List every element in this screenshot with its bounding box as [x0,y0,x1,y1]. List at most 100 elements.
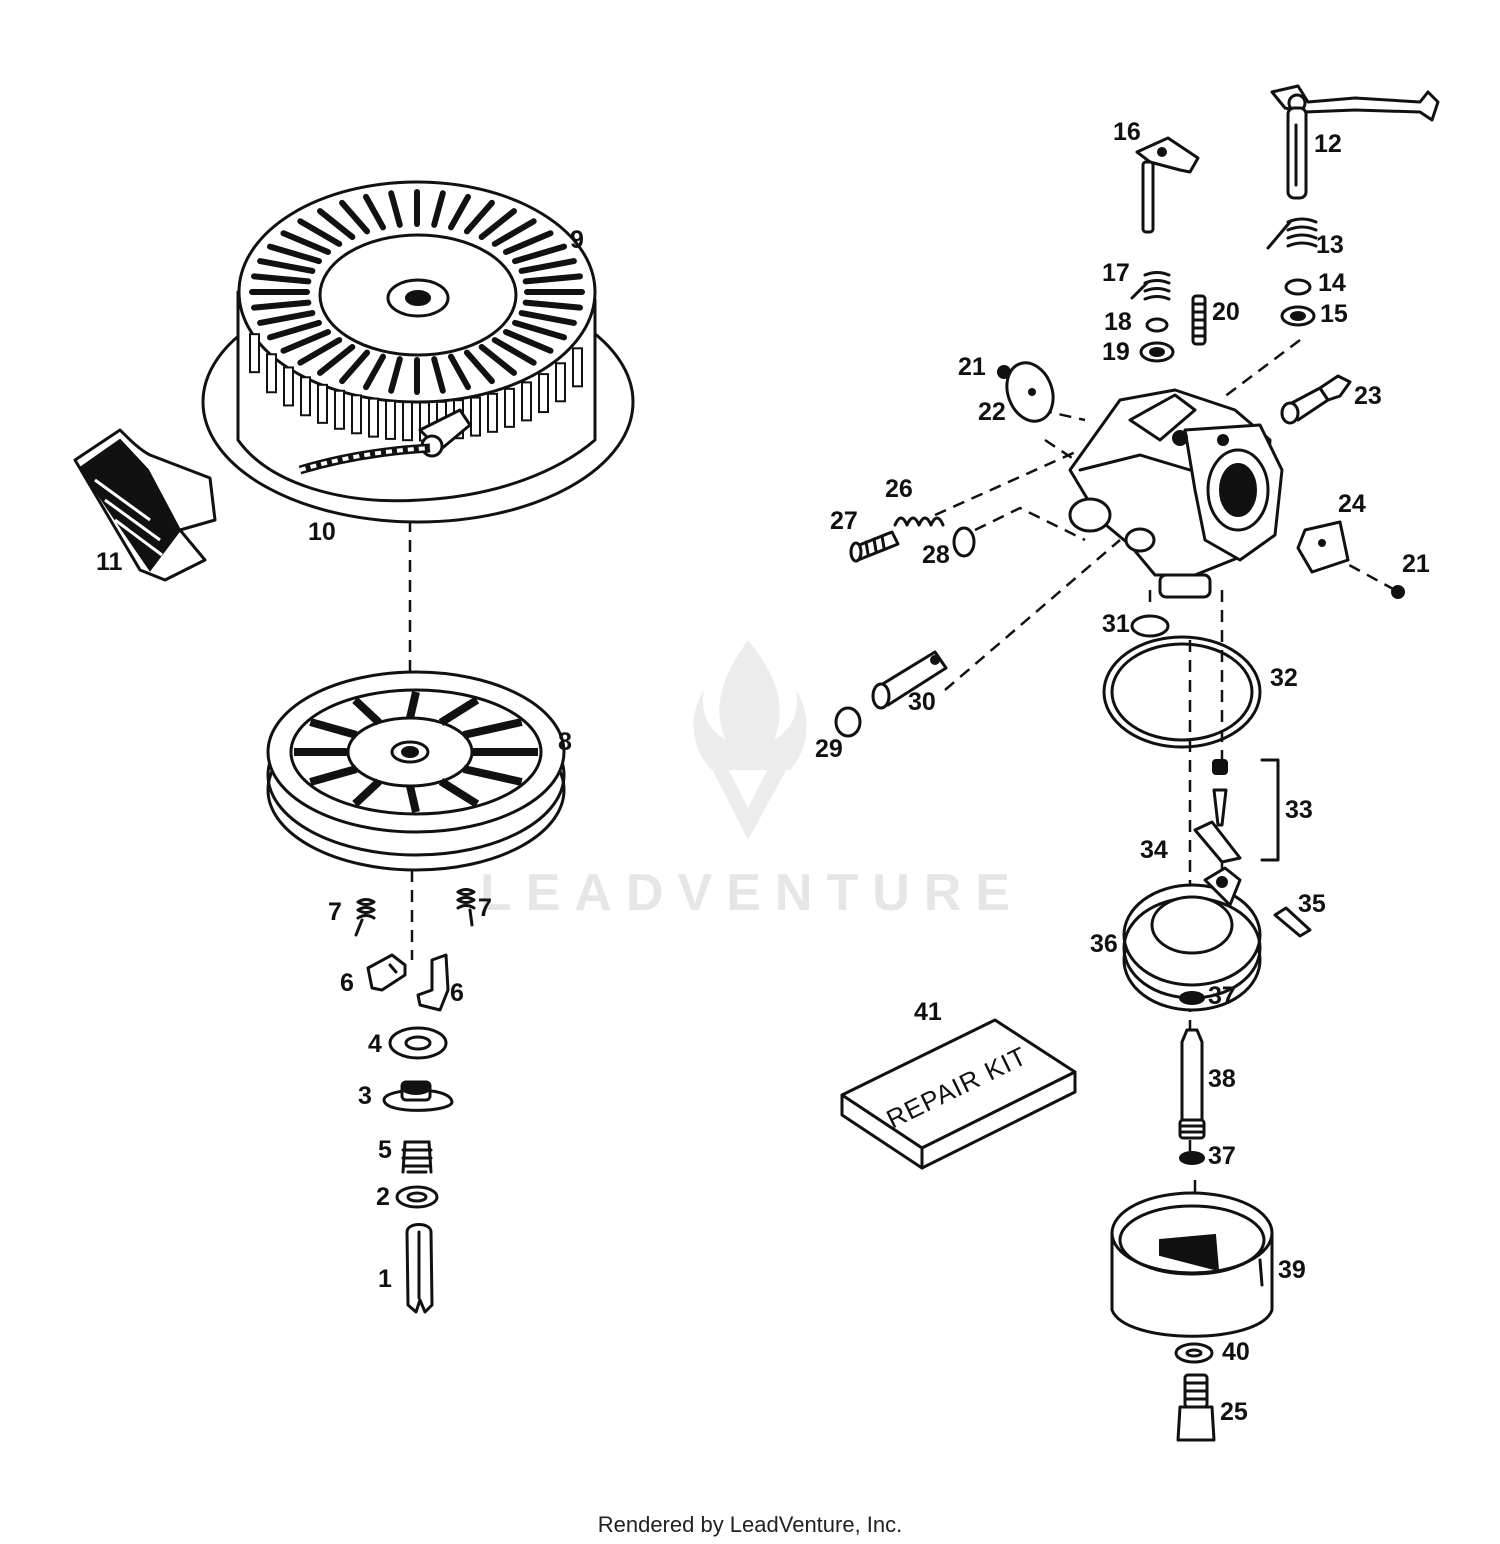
housing-fin [388,190,403,228]
part-38-main-nozzle [1178,1028,1206,1140]
part-23-fuel-inlet [1280,374,1352,425]
part-36-float [1122,866,1262,1012]
housing-rib [555,362,566,403]
housing-fin [447,193,471,231]
callout-12: 12 [1314,130,1342,158]
part-3-retainer [382,1080,454,1112]
callout-11: 11 [96,548,123,576]
housing-fin [522,273,583,285]
part-16-throttle-shaft [1135,136,1200,234]
callout-32: 32 [1270,664,1298,692]
part-41-repair-kit: REPAIR KIT [840,1018,1077,1170]
callout-37-upper: 37 [1208,982,1236,1010]
pulley-spoke [309,765,358,786]
housing-rib [504,387,515,428]
housing-rib [351,394,362,435]
pulley-spoke [462,718,523,739]
housing-fin [363,353,387,391]
part-7-springs [354,888,476,937]
part-29-cap [834,706,862,738]
part-37-upper-washer [1179,991,1205,1005]
housing-fin [266,319,322,341]
part-27-idle-mixture-screw [849,530,900,563]
callout-23: 23 [1354,382,1382,410]
housing-fin [522,299,583,311]
part-8-rope-pulley [266,670,566,872]
part-13-choke-spring [1266,217,1318,250]
housing-rib [317,383,328,424]
part-39-float-bowl [1110,1191,1274,1338]
housing-fin [257,258,316,274]
callout-4: 4 [368,1030,382,1058]
housing-fin [431,356,446,394]
callout-21-upper: 21 [958,353,986,381]
left-assembly-lines [408,520,414,960]
callout-5: 5 [378,1136,392,1164]
housing-fin [478,344,517,376]
housing-fin [280,328,332,354]
callout-8: 8 [558,728,572,756]
callout-39: 39 [1278,1256,1306,1284]
housing-fin [317,208,356,240]
callout-7-right: 7 [478,894,492,922]
part-2-washer [395,1185,439,1209]
part-31-o-ring [1130,614,1170,638]
part-33-inlet-needle-set [1212,758,1280,862]
callout-26: 26 [885,475,913,503]
callout-7-left: 7 [328,898,342,926]
leadventure-watermark: LEADVENTURE [480,640,1024,922]
part-12-choke-shaft [1270,84,1440,200]
flame-logo-icon [693,640,807,840]
housing-fin [317,344,356,376]
housing-rib [300,376,311,417]
callout-22: 22 [978,398,1006,426]
part-34-clip [1193,820,1242,864]
callout-25: 25 [1220,1398,1248,1426]
callout-10: 10 [308,518,336,546]
footer-credit: Rendered by LeadVenture, Inc. [597,1512,903,1537]
housing-fin [491,337,537,366]
housing-fin [251,273,312,285]
callout-19: 19 [1102,338,1130,366]
housing-rib [334,389,345,430]
housing-rib [368,397,379,438]
housing-fin [512,319,568,341]
callout-41: 41 [914,998,942,1026]
callout-28: 28 [922,541,950,569]
part-6-pawls [366,953,450,1012]
part-7-left-spring [354,898,376,937]
housing-rib [249,333,260,374]
callout-38: 38 [1208,1065,1236,1093]
part-1-center-pin [405,1223,434,1314]
housing-fin [339,349,371,385]
pulley-spokes [294,691,538,813]
housing-fin [280,230,332,256]
housing-fin [431,190,446,228]
pulley-spoke [309,718,358,739]
part-28-welch-plug [952,526,976,558]
callout-36: 36 [1090,930,1118,958]
part-25-bowl-nut [1176,1373,1216,1442]
housing-fin [502,230,554,256]
pulley-spoke [406,785,420,813]
pulley-spoke [438,696,480,726]
callout-2: 2 [376,1183,390,1211]
pulley-spoke [352,778,382,807]
housing-fin [463,199,495,235]
housing-rib [572,347,583,388]
callout-31: 31 [1102,610,1130,638]
callout-14: 14 [1318,269,1346,297]
part-5-brake-spring [401,1140,433,1174]
callout-6-right: 6 [450,979,464,1007]
housing-fin [363,193,387,231]
housing-fin [478,208,517,240]
housing-fin [251,299,312,311]
callout-1: 1 [378,1265,392,1293]
callout-37-lower: 37 [1208,1142,1236,1170]
parts-14-15-seals [1280,278,1316,327]
housing-fins [249,189,585,395]
callout-3: 3 [358,1082,372,1110]
watermark-text: LEADVENTURE [480,864,1024,922]
callout-24: 24 [1338,490,1366,518]
